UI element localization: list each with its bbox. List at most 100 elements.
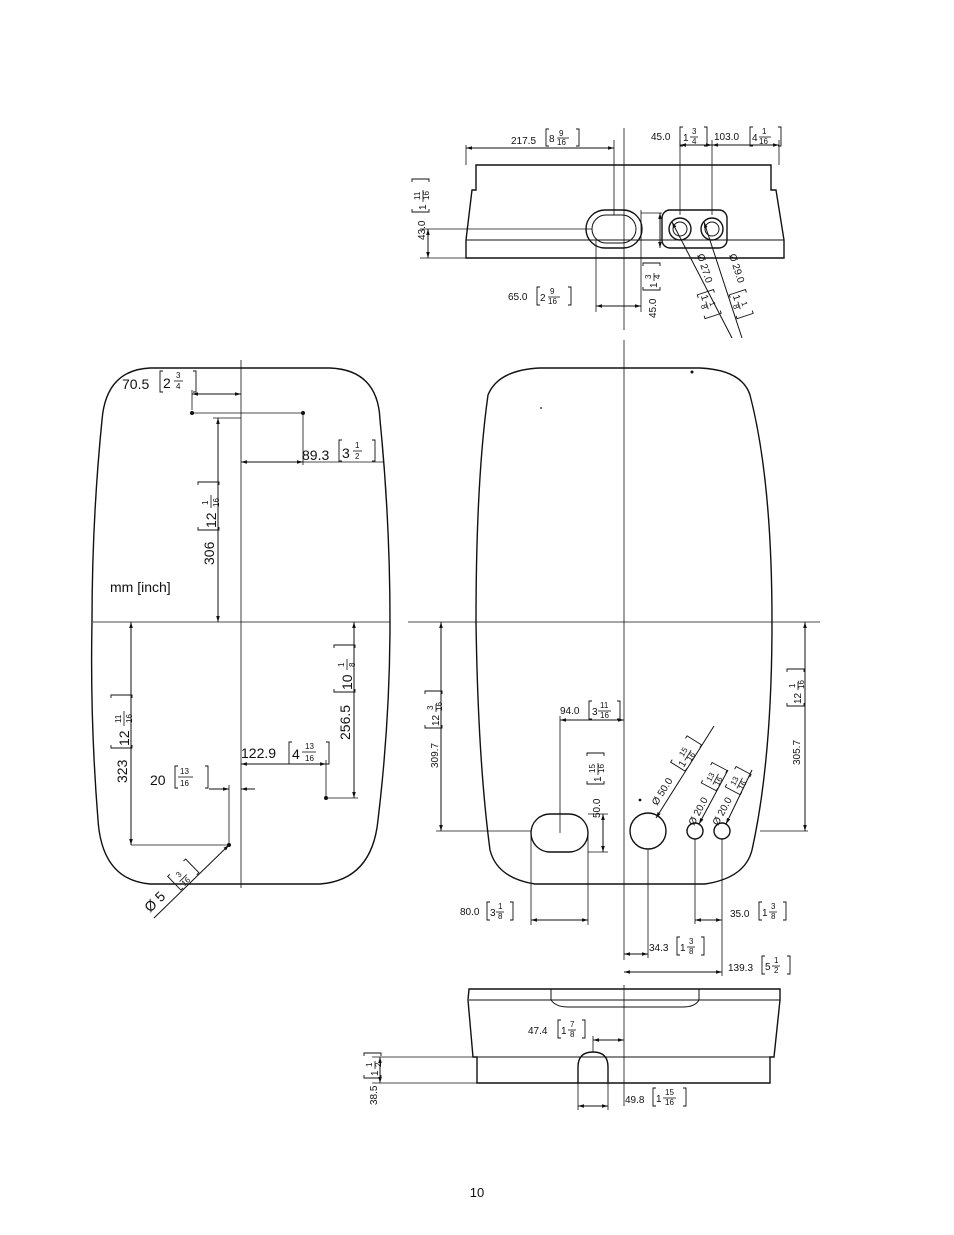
dim-38-5-inch: 1 1 2 bbox=[363, 1052, 383, 1079]
dim-70-5-label: 70.5 bbox=[122, 376, 149, 392]
svg-text:8: 8 bbox=[699, 303, 709, 311]
front-view-outline bbox=[475, 367, 773, 885]
drain-hole bbox=[629, 812, 667, 850]
svg-text:1: 1 bbox=[762, 127, 767, 136]
svg-text:1: 1 bbox=[593, 776, 604, 782]
svg-text:4: 4 bbox=[292, 746, 300, 762]
dia-50-0-inch: 1 15 16 bbox=[670, 735, 703, 772]
dim-65-0-inch: 2 9 16 bbox=[536, 286, 572, 306]
svg-text:8: 8 bbox=[771, 912, 776, 921]
dim-47-4-label: 47.4 bbox=[528, 1026, 548, 1037]
dim-305-7-inch: 12 1 16 bbox=[786, 668, 806, 707]
dim-34-3-label: 34.3 bbox=[649, 943, 669, 954]
svg-text:8: 8 bbox=[731, 303, 741, 311]
dim-38-5-label: 38.5 bbox=[369, 1085, 380, 1105]
port-hole-right bbox=[700, 217, 724, 241]
dim-256-5-inch: 10 1 8 bbox=[333, 644, 357, 693]
svg-text:1: 1 bbox=[370, 1070, 381, 1076]
svg-text:13: 13 bbox=[180, 767, 189, 776]
dim-89-3-inch: 3 1 2 bbox=[338, 439, 376, 462]
svg-text:12: 12 bbox=[116, 730, 132, 746]
dim-103-0-label: 103.0 bbox=[714, 132, 739, 143]
svg-text:1: 1 bbox=[677, 759, 690, 770]
svg-text:16: 16 bbox=[597, 764, 606, 773]
dia-50-0-label: Ø 50.0 bbox=[650, 776, 675, 808]
svg-text:16: 16 bbox=[422, 191, 431, 200]
front-oval-slot bbox=[530, 813, 589, 853]
dim-45-0-side-inch: 1 3 4 bbox=[642, 262, 662, 291]
left-view: 70.5 2 3 4 306 12 1 16 89.3 3 1 bbox=[90, 360, 391, 919]
page-number: 10 bbox=[469, 1185, 485, 1200]
svg-text:15: 15 bbox=[665, 1088, 674, 1097]
dim-43-0-inch: 1 11 16 bbox=[411, 178, 431, 213]
svg-text:16: 16 bbox=[548, 297, 557, 306]
svg-text:2: 2 bbox=[374, 1062, 383, 1067]
dim-103-0-inch: 4 1 16 bbox=[749, 126, 782, 147]
svg-text:1: 1 bbox=[498, 902, 503, 911]
front-view: 309.7 12 3 16 305.7 12 1 16 94.0 3 11 16 bbox=[408, 340, 820, 976]
dim-20-label: 20 bbox=[150, 772, 166, 788]
svg-text:8: 8 bbox=[689, 947, 694, 956]
svg-text:2: 2 bbox=[163, 375, 171, 391]
svg-text:5: 5 bbox=[765, 962, 771, 973]
svg-text:4: 4 bbox=[176, 382, 181, 391]
dim-217-5-label: 217.5 bbox=[511, 136, 536, 147]
svg-text:1: 1 bbox=[337, 662, 346, 667]
svg-text:2: 2 bbox=[774, 966, 779, 975]
svg-text:3: 3 bbox=[426, 705, 435, 710]
dim-45-0-top-inch: 1 3 4 bbox=[679, 126, 708, 147]
svg-text:9: 9 bbox=[550, 287, 555, 296]
svg-text:16: 16 bbox=[600, 711, 609, 720]
svg-text:3: 3 bbox=[692, 127, 697, 136]
svg-text:16: 16 bbox=[180, 779, 189, 788]
dim-94-0-inch: 3 11 16 bbox=[588, 700, 621, 720]
port-housing bbox=[661, 209, 728, 249]
svg-text:16: 16 bbox=[212, 498, 221, 507]
dim-306-inch: 12 1 16 bbox=[197, 481, 221, 531]
dim-256-5-label: 256.5 bbox=[337, 705, 353, 740]
svg-text:3: 3 bbox=[771, 902, 776, 911]
svg-text:1: 1 bbox=[365, 1062, 374, 1067]
svg-text:16: 16 bbox=[797, 680, 806, 689]
svg-text:3: 3 bbox=[490, 908, 496, 919]
svg-text:8: 8 bbox=[570, 1030, 575, 1039]
svg-text:16: 16 bbox=[435, 702, 444, 711]
mounting-template-outline bbox=[90, 367, 391, 885]
svg-text:1: 1 bbox=[698, 293, 710, 302]
dim-89-3-label: 89.3 bbox=[302, 447, 329, 463]
svg-text:1: 1 bbox=[730, 293, 742, 302]
svg-text:3: 3 bbox=[174, 869, 184, 879]
dia-5-inch: 3 16 bbox=[167, 858, 200, 891]
dim-80-0-inch: 3 1 8 bbox=[486, 901, 514, 921]
dim-139-3-label: 139.3 bbox=[728, 963, 753, 974]
svg-text:1: 1 bbox=[656, 1094, 662, 1105]
svg-text:1: 1 bbox=[561, 1026, 567, 1037]
svg-text:1: 1 bbox=[739, 300, 749, 308]
port-hole-left bbox=[668, 217, 692, 241]
svg-text:11: 11 bbox=[413, 191, 422, 200]
bottom-view: 47.4 1 7 8 38.5 1 1 2 49.8 1 15 bbox=[363, 985, 781, 1110]
svg-text:3: 3 bbox=[176, 371, 181, 380]
dim-139-3-inch: 5 1 2 bbox=[761, 955, 791, 975]
svg-text:16: 16 bbox=[557, 138, 566, 147]
svg-text:16: 16 bbox=[305, 754, 314, 763]
svg-text:3: 3 bbox=[689, 937, 694, 946]
dia-5-label: Ø 5 bbox=[141, 888, 169, 915]
svg-text:1: 1 bbox=[680, 943, 686, 954]
svg-text:3: 3 bbox=[644, 274, 653, 279]
svg-text:11: 11 bbox=[600, 701, 609, 710]
dia-20-0-a-label: Ø 20.0 bbox=[687, 795, 711, 827]
svg-text:1: 1 bbox=[418, 204, 429, 210]
dim-70-5-inch: 2 3 4 bbox=[159, 370, 197, 393]
svg-text:3: 3 bbox=[592, 707, 598, 718]
svg-text:8: 8 bbox=[498, 912, 503, 921]
top-view: 217.5 8 9 16 45.0 1 3 4 103.0 4 1 16 bbox=[411, 126, 785, 339]
dim-43-0-label: 43.0 bbox=[417, 220, 428, 240]
svg-text:1: 1 bbox=[707, 300, 717, 308]
dim-323-label: 323 bbox=[114, 759, 130, 783]
dim-122-9-label: 122.9 bbox=[241, 745, 276, 761]
dim-217-5-inch: 8 9 16 bbox=[545, 128, 580, 147]
dim-49-8-inch: 1 15 16 bbox=[652, 1087, 687, 1107]
dim-306-label: 306 bbox=[201, 541, 217, 565]
